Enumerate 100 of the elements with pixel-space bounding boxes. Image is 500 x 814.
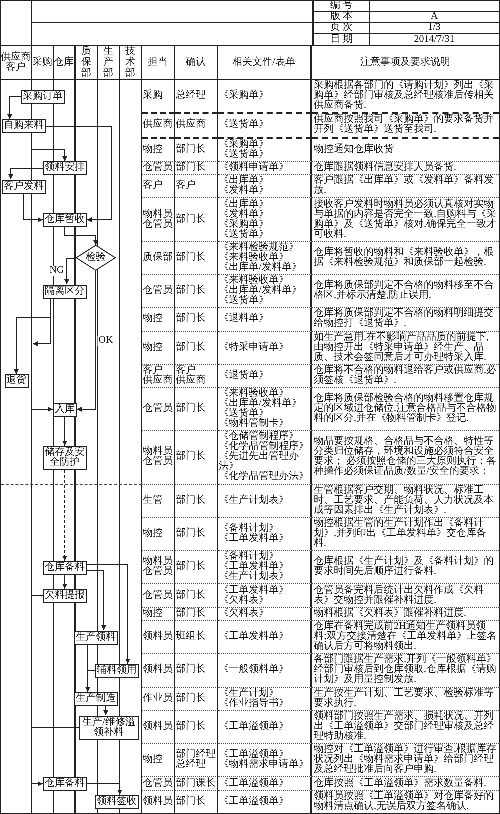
approver-text: 部门长 [176, 314, 206, 324]
form-name: 《工单发料单》 [219, 632, 289, 642]
note-text: 领料部门按照生产需求、损耗状况、开列出《工单溢领单》交部门经理审核及总经理特助核准. [314, 712, 495, 742]
form-name: 《送货单》 [219, 120, 269, 130]
role-text: 物控 [143, 608, 163, 619]
process-box: 隔离区分 [43, 284, 87, 299]
process-box: 仓库暂收 [43, 213, 87, 228]
role-text: 物控 [143, 342, 163, 353]
role-text: 物控 [143, 529, 163, 540]
note-text: 仓管员备完料后统计出欠料作成《欠料表》交物控并跟催补料进度. [314, 586, 485, 606]
approver-text: 总经理 [176, 91, 206, 102]
form-name: 《生产计划表》 [219, 496, 289, 506]
note-text: 物控根据生管的生产计划作出《备料计划》,并列印出《工单发料单》交仓库备料. [314, 519, 488, 550]
role-text: 物控 [143, 314, 163, 324]
column-header: 质保部 [82, 46, 92, 79]
column-header: 采购 [32, 58, 52, 68]
role-text: 生管 [143, 496, 163, 506]
process-box: 生产制造 [74, 692, 118, 706]
process-box: 仓库备料 [43, 777, 87, 792]
field-label: 页 次 [330, 23, 353, 33]
field-value: 2014/7/31 [414, 34, 455, 44]
approver-text: 部门长 [176, 562, 206, 572]
note-text: 仓库跟据领料信息安排人员备货. [314, 162, 456, 173]
approver-text: 部门长 [176, 529, 206, 540]
role-text: 客户供应商 [143, 366, 173, 386]
approver-text: 部门课长 [176, 778, 216, 789]
approver-text: 供应商 [176, 120, 206, 130]
process-box: 欠料提报 [43, 589, 87, 604]
form-name: 《发料单》 [219, 186, 269, 196]
form-name: 《工单溢领单》 [219, 722, 289, 732]
field-label: 版 本 [330, 12, 353, 22]
process-box: 辅料领用 [95, 664, 139, 678]
arrow [32, 150, 68, 162]
note-text: 生产按生产计划、工艺要求、检验标准等要求执行. [314, 688, 495, 709]
note-text: 采购根据各部门的《请购计划》列出《采购单》经部门审核及总经理核准后传相关供应商备货. [314, 81, 495, 112]
form-name: 《工单发料单》 [219, 586, 289, 596]
form-name: 《出库单/发料单》 [219, 399, 302, 410]
role-text: 物料员仓管员 [143, 557, 173, 578]
form-name: 《发料单》 [219, 210, 269, 220]
field-value: A [430, 12, 438, 22]
arrow [104, 706, 108, 716]
note-text: 仓库按照《工单溢领单》需求数量备料. [314, 778, 486, 789]
form-name: 《采购单》 [219, 140, 269, 150]
note-text: 物控通知仓库收货 [314, 144, 394, 155]
approver-text: 部门长 [176, 608, 206, 619]
process-box: 退货 [4, 374, 28, 388]
form-name: 《欠料表》 [219, 596, 269, 606]
arrow [32, 407, 54, 412]
form-name: 《出库单/发料单》 [219, 286, 302, 296]
role-text: 仓管员 [143, 590, 173, 601]
column-header: 生产部 [104, 46, 114, 79]
form-name: 《生产计划》 [219, 688, 279, 699]
process-box: 仓库备料 [43, 560, 87, 575]
column-header: 相关文件/表单 [232, 58, 296, 68]
column-header: 注意事项及要求说明 [360, 58, 450, 68]
form-name: 《送货单》 [219, 230, 269, 240]
arrow [8, 96, 22, 120]
note-text: 客户跟据《出库单》或《发料单》备料发放. [314, 176, 495, 196]
role-text: 采购 [143, 91, 163, 102]
form-name: 《一般领料单》 [219, 665, 289, 676]
form-name: 《来料验收单》 [219, 252, 289, 263]
approver-text: 部门长 [176, 590, 206, 601]
role-text: 仓管员 [143, 286, 173, 296]
approver-text: 部门长 [176, 722, 206, 732]
field-label: 编 号 [330, 1, 353, 11]
arrow [86, 570, 106, 631]
decision-diamond: 检验 [76, 245, 116, 272]
note-text: 仓库将质保部判定不合格的物料明细提交给物控打《退货单》. [314, 309, 495, 330]
note-text: 如生产急用,在不影响产品品质的前提下,由物控开出《特采申请单》经生产、品质、技术会签同意后才可办理特采入库. [314, 332, 490, 363]
arrow [64, 258, 76, 285]
note-text: 接收客户发料时物料员必须认真核对实物与单据的内容是否完全一致,自购料与《采购单》及《送货单》核对,确保完全一致才可收料. [314, 200, 497, 240]
note-text: 物品要按规格、合格品与不合格、特性等分类归位储存，环境和设施必须符合安全要求； 必须按照仓储的三大原则执行；各种操作必须保证品质/数量/安全的要求； [314, 437, 497, 478]
note-text: 仓库将质保部判定不合格的物料移至不合格区,并标示清楚,防止误用. [314, 281, 495, 302]
edge-label: NG [48, 266, 66, 276]
form-name: 《化学品管理办法》 [219, 472, 309, 482]
role-text: 作业员 [143, 694, 173, 704]
form-name: 《作业指导书》 [219, 698, 289, 709]
approver-text: 部门长 [176, 144, 206, 155]
arrow [62, 574, 68, 590]
process-box: 领料签收 [95, 794, 139, 809]
approver-text: 班组长 [176, 632, 206, 642]
process-box: 入库 [53, 402, 77, 417]
note-text: 生管根据客户交期、物料状况、标准工时、工艺要求、产能负荷、人力状况及本成等因素排出《生产计划表》. [314, 486, 495, 516]
form-name: 《物料管制卡》 [219, 419, 289, 430]
column-header: 仓库 [54, 58, 74, 68]
approver-text: 部门长 [176, 694, 206, 704]
role-text: 领料员 [143, 632, 173, 642]
approver-text: 部门经理总经理 [176, 750, 217, 770]
role-text: 物料员仓管员 [143, 447, 173, 468]
form-name: 《领料申请单》 [219, 162, 289, 173]
note-text: 仓库将质保部检验合格的物料移置仓库规定的区域进仓储位,注意合格品与不合格物料的区分,并在《物料管制卡》登记. [314, 394, 497, 424]
arrow [86, 670, 96, 692]
approver-text: 部门长 [176, 162, 206, 173]
role-text: 领料员 [143, 796, 173, 807]
role-text: 仓管员 [143, 778, 173, 789]
form-name: 《退料单》 [219, 314, 269, 324]
process-box: 生产/维修溢领补料 [79, 716, 139, 740]
form-name: 《欠料表》 [219, 608, 269, 619]
form-name: 《送货单》 [219, 296, 269, 306]
note-text: 物控对《工单溢领单》进行审查,根据库存状况列出《物料需求申请单》给部门经理及总经理批准后向客户申购. [314, 745, 497, 776]
